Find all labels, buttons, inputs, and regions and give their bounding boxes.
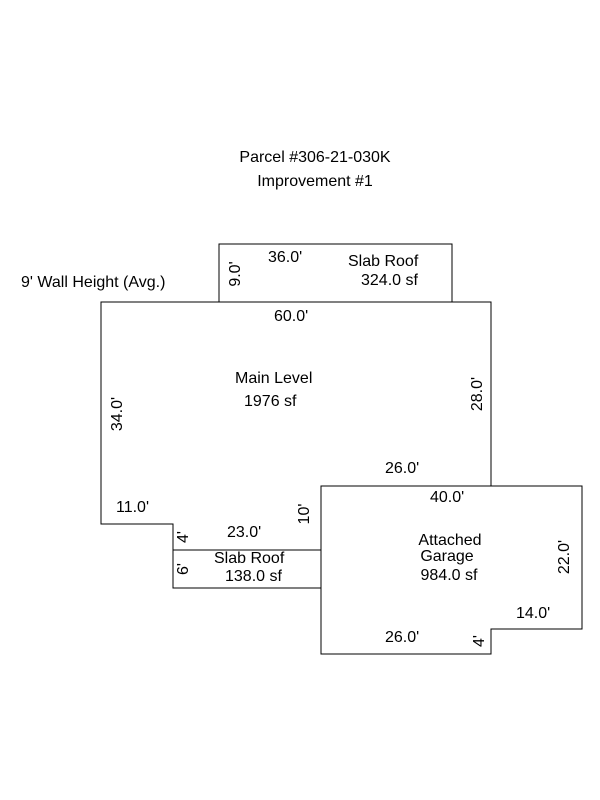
improvement-title: Improvement #1 bbox=[257, 173, 373, 190]
garage-notch-top-dimension: 14.0' bbox=[516, 605, 551, 622]
wall-height-note: 9' Wall Height (Avg.) bbox=[21, 274, 166, 291]
parcel-title: Parcel #306-21-030K bbox=[239, 149, 391, 166]
main-right-dimension: 28.0' bbox=[469, 376, 486, 412]
garage-join-dimension: 10' bbox=[296, 503, 313, 525]
main-left-dimension: 34.0' bbox=[109, 396, 126, 432]
main-lower-right-dimension: 26.0' bbox=[385, 460, 420, 477]
main-step-vertical-dimension: 4' bbox=[175, 531, 192, 543]
lower-slab-depth: 6' bbox=[175, 563, 192, 575]
main-top-dimension: 60.0' bbox=[274, 308, 309, 325]
upper-slab-area: 324.0 sf bbox=[361, 272, 418, 289]
main-bottom-left-dimension: 11.0' bbox=[116, 499, 150, 516]
garage-outline bbox=[320, 485, 583, 655]
main-step-bottom-dimension: 23.0' bbox=[227, 524, 262, 541]
main-level-label: Main Level bbox=[235, 370, 313, 387]
garage-label-line1: Attached bbox=[418, 532, 482, 549]
garage-right-dimension: 22.0' bbox=[556, 539, 573, 575]
lower-slab-label: Slab Roof bbox=[214, 550, 285, 567]
upper-slab-depth: 9.0' bbox=[227, 261, 244, 287]
lower-slab-area: 138.0 sf bbox=[225, 568, 282, 585]
garage-label-line2: Garage bbox=[420, 548, 474, 565]
garage-area: 984.0 sf bbox=[420, 567, 478, 584]
upper-slab-width: 36.0' bbox=[268, 249, 303, 266]
garage-notch-side-dimension: 4' bbox=[471, 635, 488, 647]
upper-slab-label: Slab Roof bbox=[348, 253, 419, 270]
garage-bottom-dimension: 26.0' bbox=[385, 629, 420, 646]
main-level-area: 1976 sf bbox=[244, 393, 297, 410]
garage-top-dimension: 40.0' bbox=[430, 489, 465, 506]
